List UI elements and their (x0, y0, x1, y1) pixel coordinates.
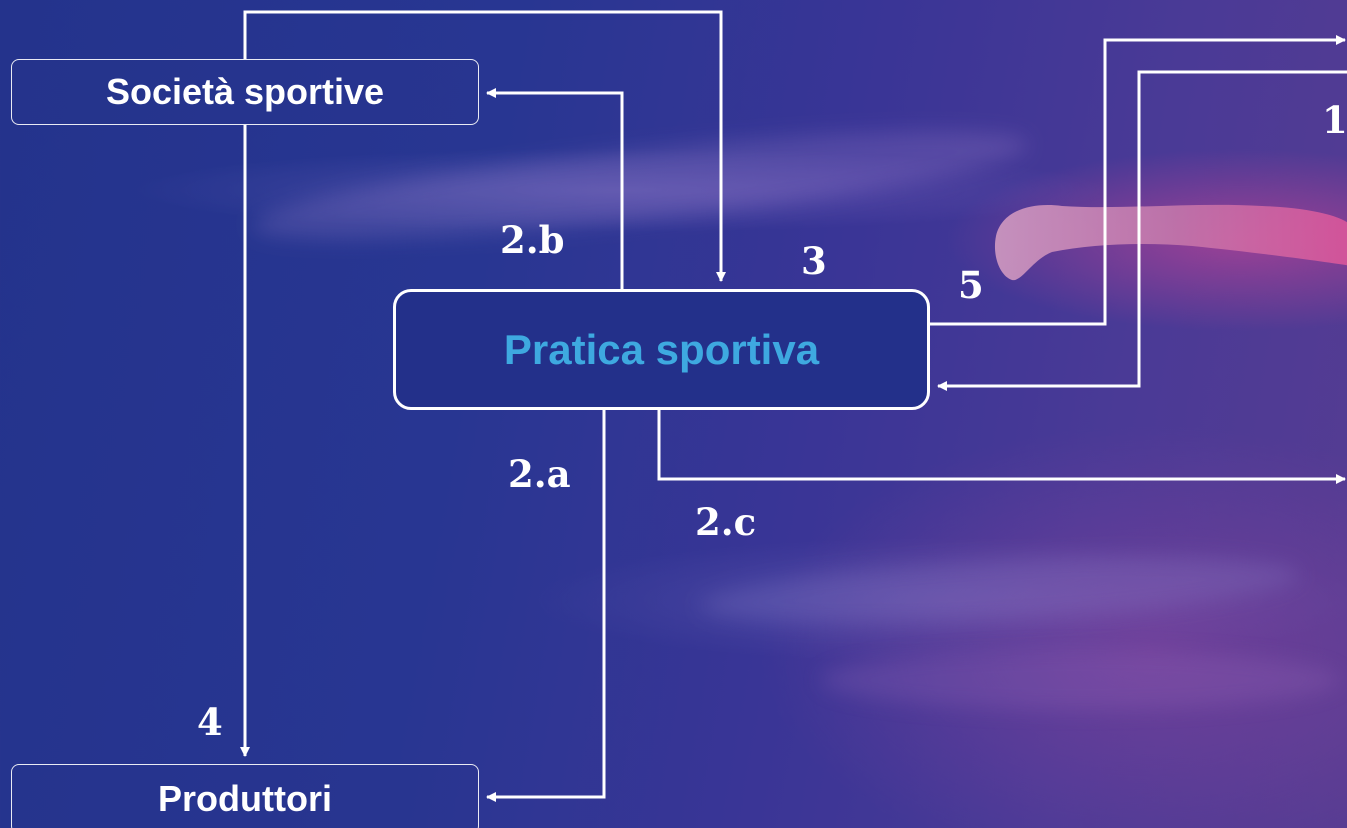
edge-label-2b: 2.b (500, 218, 565, 262)
edge-2c (657, 410, 1346, 484)
edge-label-5: 5 (958, 263, 984, 307)
edge-label-2c: 2.c (695, 500, 757, 544)
edge-2b (486, 88, 624, 289)
edge-label-1: 1 (1322, 98, 1347, 142)
edge-label-3: 3 (801, 239, 827, 283)
node-societa-sportive: Società sportive (11, 59, 479, 125)
node-produttori: Produttori (11, 764, 479, 828)
edge-5 (930, 35, 1346, 326)
edge-1 (937, 70, 1347, 391)
edge-label-2a: 2.a (508, 452, 571, 496)
edge-label-4: 4 (197, 700, 223, 744)
edge-3 (243, 10, 726, 282)
edge-2a (486, 410, 606, 802)
node-pratica-sportiva: Pratica sportiva (393, 289, 930, 410)
